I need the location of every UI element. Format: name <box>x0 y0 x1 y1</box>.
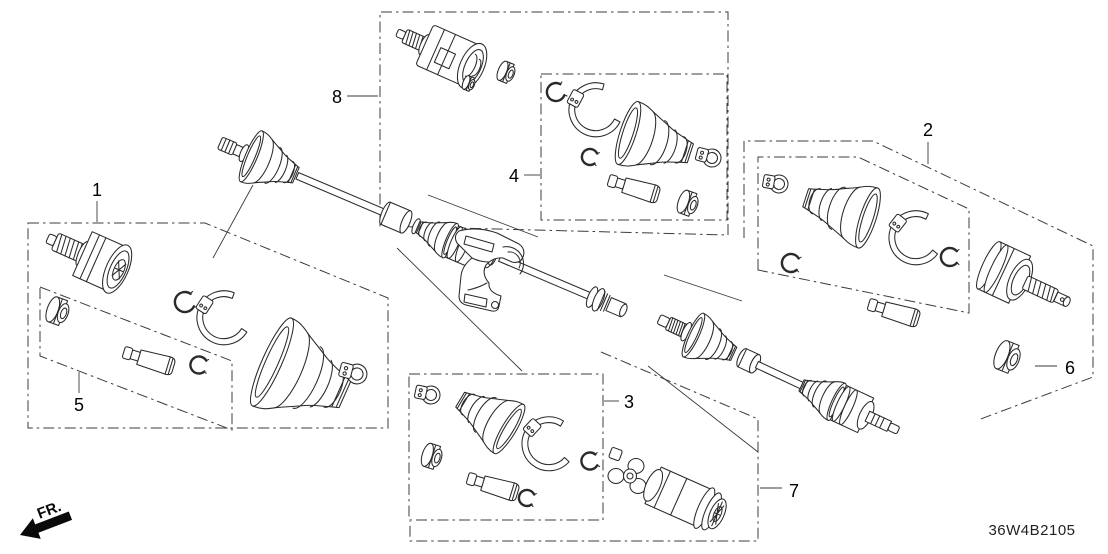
joint-nut <box>674 188 702 219</box>
outboard-joint-kit-1 <box>42 214 370 440</box>
boot-clamp-small <box>761 171 790 195</box>
grease-tube <box>605 170 662 205</box>
boot-band-clamp <box>566 82 621 138</box>
cv-boot <box>609 98 702 186</box>
center-bearing-bracket <box>455 229 524 311</box>
callout-8[interactable]: 8 <box>332 87 342 107</box>
snap-ring <box>543 79 569 105</box>
group-box-1 <box>28 223 388 428</box>
snap-ring <box>939 246 961 268</box>
boot-clamp-small <box>693 144 724 170</box>
driveshaft-assembly-upper <box>209 128 506 286</box>
boot-set-4 <box>543 79 724 219</box>
boot-band-clamp <box>513 409 580 477</box>
snap-ring <box>516 487 538 509</box>
cv-boot <box>795 167 886 252</box>
group-box-2-inner <box>758 157 969 313</box>
inboard-joint-housing <box>638 462 733 536</box>
joint-cap <box>494 59 519 86</box>
boot-set-3 <box>412 374 601 509</box>
grease-tube <box>865 294 922 329</box>
tripod-joint <box>608 447 646 494</box>
fr-arrow-icon <box>20 511 73 539</box>
boot-band-clamp <box>881 205 945 270</box>
snap-ring <box>579 146 601 168</box>
group-box-8 <box>380 12 728 235</box>
spindle-cap <box>42 294 73 328</box>
grease-tube <box>120 342 177 377</box>
callout-labels: 1 2 3 4 5 6 7 8 <box>74 87 1075 501</box>
joint-cap <box>418 441 446 472</box>
callout-7[interactable]: 7 <box>789 481 799 501</box>
snap-ring <box>579 450 601 472</box>
snap-ring <box>779 251 803 275</box>
boot-set-2 <box>761 167 1081 329</box>
cv-boot <box>234 128 308 202</box>
inboard-joint-kit-8 <box>387 11 519 93</box>
inboard-joint-7 <box>608 447 732 537</box>
leader-lines <box>79 96 1057 488</box>
cv-boot <box>677 310 745 377</box>
group-boxes <box>28 12 1093 541</box>
callout-4[interactable]: 4 <box>509 166 519 186</box>
callout-1[interactable]: 1 <box>92 180 102 200</box>
snap-ring <box>188 354 210 376</box>
group-box-4 <box>541 74 727 220</box>
group-box-3 <box>409 374 603 520</box>
callout-2[interactable]: 2 <box>923 120 933 140</box>
callout-3[interactable]: 3 <box>624 392 634 412</box>
grease-tube <box>464 468 521 503</box>
group-box-2-outer <box>744 141 1093 420</box>
driveshaft-assembly-lower <box>649 310 909 452</box>
diagram-part-code: 36W4B2105 <box>988 522 1075 539</box>
boot-clamp-small <box>412 382 443 407</box>
spindle-nut <box>989 337 1025 377</box>
callout-6[interactable]: 6 <box>1065 358 1075 378</box>
snap-ring <box>171 288 199 316</box>
group-box-7 <box>410 352 758 541</box>
outboard-joint <box>972 239 1080 326</box>
group-box-5 <box>40 287 232 430</box>
boot-band-clamp <box>191 287 251 348</box>
front-direction-indicator: FR. <box>20 498 73 539</box>
callout-5[interactable]: 5 <box>74 395 84 415</box>
cv-boot <box>444 374 531 458</box>
